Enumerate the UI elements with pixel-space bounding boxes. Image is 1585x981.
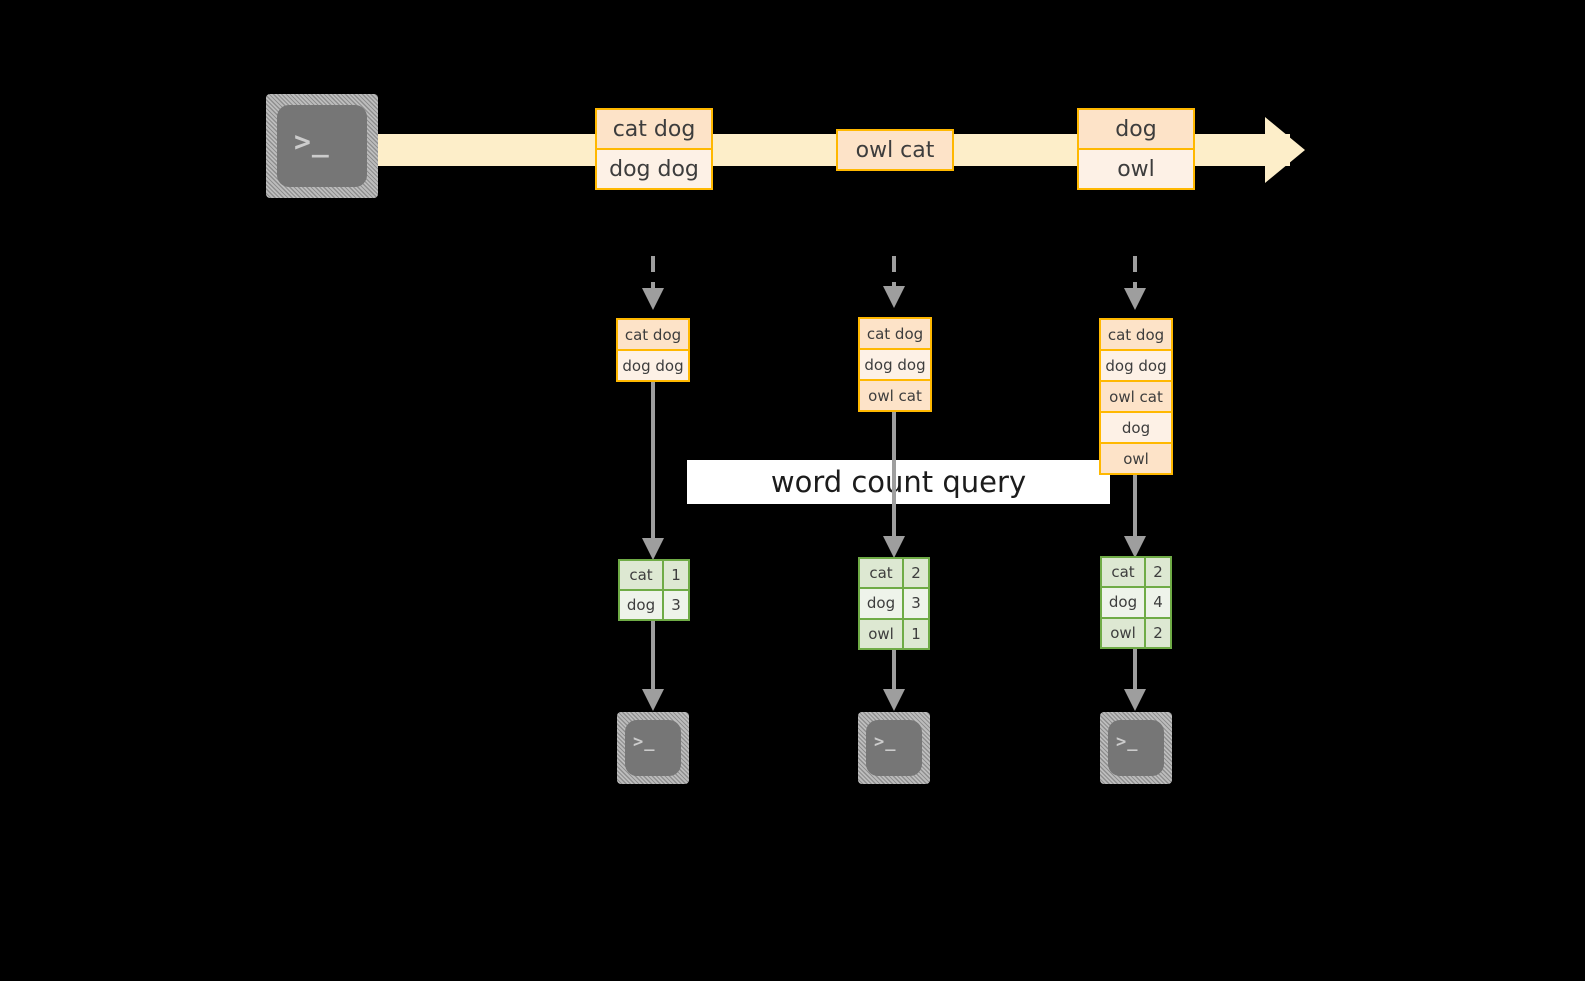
trigger-2-input-row: cat dog: [860, 319, 930, 350]
result-count-cell: 3: [904, 589, 928, 618]
trigger-3-dashed-connector: [1133, 256, 1137, 292]
terminal-prompt-glyph: >_: [1116, 732, 1139, 752]
result-count-cell: 2: [904, 559, 928, 588]
trigger-3-input-row: owl: [1101, 444, 1171, 473]
result-word-cell: cat: [1102, 558, 1146, 587]
timeline-batch-3-line-2: owl: [1077, 148, 1195, 190]
trigger-3-sink-terminal-icon[interactable]: >_: [1100, 712, 1172, 784]
table-row: owl 2: [1102, 618, 1170, 647]
terminal-prompt-glyph: >_: [874, 732, 897, 752]
trigger-2-query-line: [892, 412, 896, 540]
result-word-cell: cat: [620, 561, 664, 589]
trigger-1-input-row: dog dog: [618, 351, 688, 380]
source-terminal-icon[interactable]: >_: [266, 94, 378, 198]
trigger-1-query-line: [651, 382, 655, 542]
result-count-cell: 1: [904, 619, 928, 648]
trigger-3-query-arrowhead: [1124, 536, 1146, 558]
table-row: dog 3: [860, 589, 928, 620]
trigger-1-result-table: cat 1 dog 3: [618, 559, 690, 621]
terminal-body: [1108, 720, 1164, 776]
timeline-batch-1-line-1: cat dog: [595, 108, 713, 150]
trigger-2-query-arrowhead: [883, 536, 905, 558]
result-count-cell: 4: [1146, 588, 1170, 617]
trigger-2-input-stack: cat dog dog dog owl cat: [858, 317, 932, 412]
table-row: cat 2: [1102, 558, 1170, 589]
trigger-1-sink-arrowhead: [642, 689, 664, 711]
trigger-2-dashed-connector: [892, 256, 896, 290]
query-label: word count query: [770, 465, 1027, 499]
terminal-body: [866, 720, 922, 776]
trigger-3-sink-line: [1133, 649, 1137, 693]
trigger-1-sink-terminal-icon[interactable]: >_: [617, 712, 689, 784]
trigger-1-sink-line: [651, 621, 655, 693]
result-word-cell: owl: [860, 619, 904, 648]
trigger-3-dashed-arrowhead: [1124, 288, 1146, 310]
trigger-3-input-row: dog dog: [1101, 351, 1171, 382]
trigger-3-input-row: dog: [1101, 413, 1171, 444]
trigger-1-query-arrowhead: [642, 538, 664, 560]
timeline-batch-2-line-1: owl cat: [836, 129, 954, 171]
trigger-2-input-row: owl cat: [860, 381, 930, 410]
result-word-cell: dog: [860, 589, 904, 618]
terminal-body: [277, 105, 367, 187]
table-row: dog 3: [620, 591, 688, 619]
result-word-cell: owl: [1102, 618, 1146, 647]
result-word-cell: dog: [1102, 588, 1146, 617]
result-count-cell: 2: [1146, 618, 1170, 647]
trigger-2-sink-arrowhead: [883, 689, 905, 711]
timeline-arrowhead: [1265, 117, 1305, 183]
trigger-3-sink-arrowhead: [1124, 689, 1146, 711]
result-count-cell: 2: [1146, 558, 1170, 587]
trigger-1-input-stack: cat dog dog dog: [616, 318, 690, 382]
trigger-1-input-row: cat dog: [618, 320, 688, 351]
trigger-3-query-line: [1133, 475, 1137, 540]
table-row: cat 1: [620, 561, 688, 591]
trigger-3-result-table: cat 2 dog 4 owl 2: [1100, 556, 1172, 649]
terminal-body: [625, 720, 681, 776]
trigger-2-result-table: cat 2 dog 3 owl 1: [858, 557, 930, 650]
table-row: owl 1: [860, 619, 928, 648]
trigger-2-sink-terminal-icon[interactable]: >_: [858, 712, 930, 784]
trigger-3-input-row: cat dog: [1101, 320, 1171, 351]
trigger-2-dashed-arrowhead: [883, 286, 905, 308]
query-band: [687, 460, 1110, 504]
timeline-batch-3-line-1: dog: [1077, 108, 1195, 150]
terminal-prompt-glyph: >_: [294, 125, 330, 158]
result-count-cell: 3: [664, 591, 688, 619]
table-row: dog 4: [1102, 588, 1170, 619]
table-row: cat 2: [860, 559, 928, 590]
trigger-2-input-row: dog dog: [860, 350, 930, 381]
terminal-prompt-glyph: >_: [633, 732, 656, 752]
result-word-cell: dog: [620, 591, 664, 619]
trigger-1-dashed-arrowhead: [642, 288, 664, 310]
trigger-3-input-row: owl cat: [1101, 382, 1171, 413]
trigger-2-sink-line: [892, 650, 896, 693]
trigger-1-dashed-connector: [651, 256, 655, 292]
result-count-cell: 1: [664, 561, 688, 589]
trigger-3-input-stack: cat dog dog dog owl cat dog owl: [1099, 318, 1173, 475]
timeline-batch-1-line-2: dog dog: [595, 148, 713, 190]
result-word-cell: cat: [860, 559, 904, 588]
